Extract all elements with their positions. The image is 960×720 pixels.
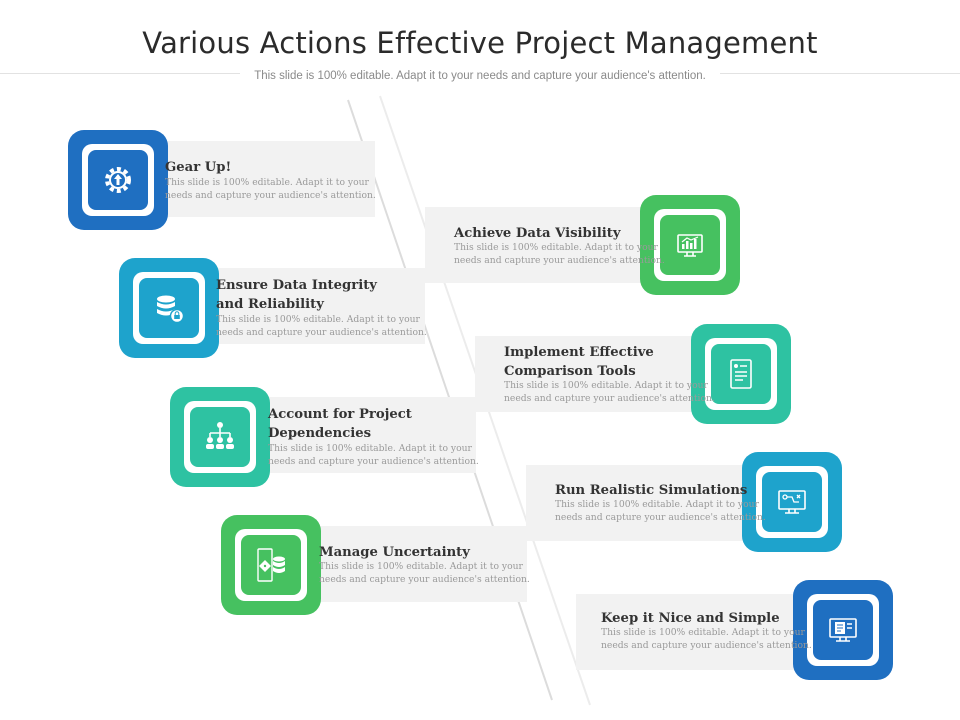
left-item-3-icon-frame <box>170 387 270 487</box>
left-item-2-icon-frame <box>119 258 219 358</box>
right-item-3-title: Run Realistic Simulations <box>555 483 748 498</box>
right-item-4-icon-frame <box>793 580 893 680</box>
right-item-4-title: Keep it Nice and Simple <box>601 611 780 626</box>
right-item-3-description: This slide is 100% editable. Adapt it to… <box>555 499 766 523</box>
page-title: Various Actions Effective Project Manage… <box>142 26 818 60</box>
title-divider-right <box>720 73 960 74</box>
left-item-1-title: Gear Up! <box>165 160 232 175</box>
right-item-1-icon-frame <box>640 195 740 295</box>
right-item-2-description: This slide is 100% editable. Adapt it to… <box>504 380 715 404</box>
left-item-4-description: This slide is 100% editable. Adapt it to… <box>319 561 530 585</box>
page-subtitle: This slide is 100% editable. Adapt it to… <box>254 70 706 82</box>
right-item-3-icon-frame <box>742 452 842 552</box>
left-item-4-icon-frame <box>221 515 321 615</box>
right-item-1-description: This slide is 100% editable. Adapt it to… <box>454 242 665 266</box>
right-item-4-description: This slide is 100% editable. Adapt it to… <box>601 627 812 651</box>
left-item-2-description: This slide is 100% editable. Adapt it to… <box>216 314 427 338</box>
right-item-1-title: Achieve Data Visibility <box>454 226 621 241</box>
title-divider-left <box>0 73 240 74</box>
left-item-1-icon-frame <box>68 130 168 230</box>
left-item-1-description: This slide is 100% editable. Adapt it to… <box>165 177 376 201</box>
right-item-2-icon-frame <box>691 324 791 424</box>
left-item-3-description: This slide is 100% editable. Adapt it to… <box>268 443 479 467</box>
left-item-4-title: Manage Uncertainty <box>319 545 470 560</box>
